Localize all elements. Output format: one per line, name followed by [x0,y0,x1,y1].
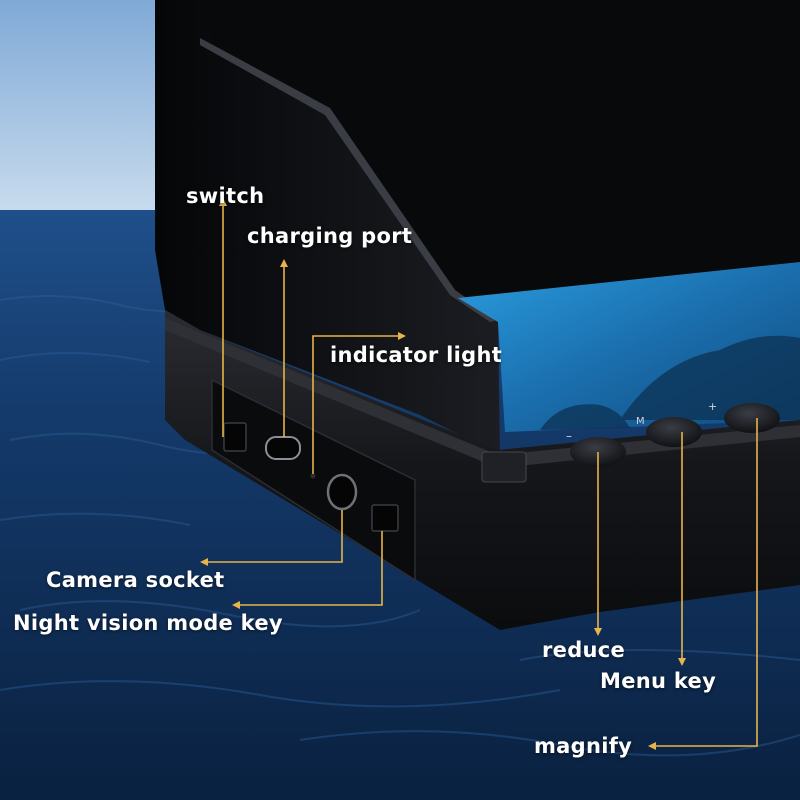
camera-socket[interactable] [326,473,358,511]
sun-shade-edge [200,38,498,322]
label-magnify: magnify [534,734,633,758]
reduce-button-glyph: – [566,429,572,443]
screen-reef [540,335,800,430]
sea-texture [0,295,800,757]
label-switch: switch [186,184,265,208]
label-charging-port: charging port [247,224,413,248]
side-panel [211,378,416,582]
usb-c-charging-port[interactable] [265,436,301,460]
menu-button-glyph: M [636,416,645,427]
night-vision-mode-key[interactable] [371,504,399,532]
sun-shade-side [155,0,500,455]
label-indicator-light: indicator light [330,343,503,367]
power-switch[interactable] [223,422,247,452]
sun-shade-back [155,0,800,300]
menu-button[interactable] [646,417,702,447]
callout-lines [206,204,758,747]
magnify-button-glyph: + [708,400,717,413]
label-camera-socket: Camera socket [46,568,225,592]
corner-clip [481,451,527,483]
indicator-light [310,473,316,479]
label-menu-key: Menu key [600,669,717,693]
label-night-vision-key: Night vision mode key [13,611,283,635]
callout-arrowheads [200,198,686,750]
label-reduce: reduce [542,638,626,662]
magnify-button[interactable] [724,403,780,433]
